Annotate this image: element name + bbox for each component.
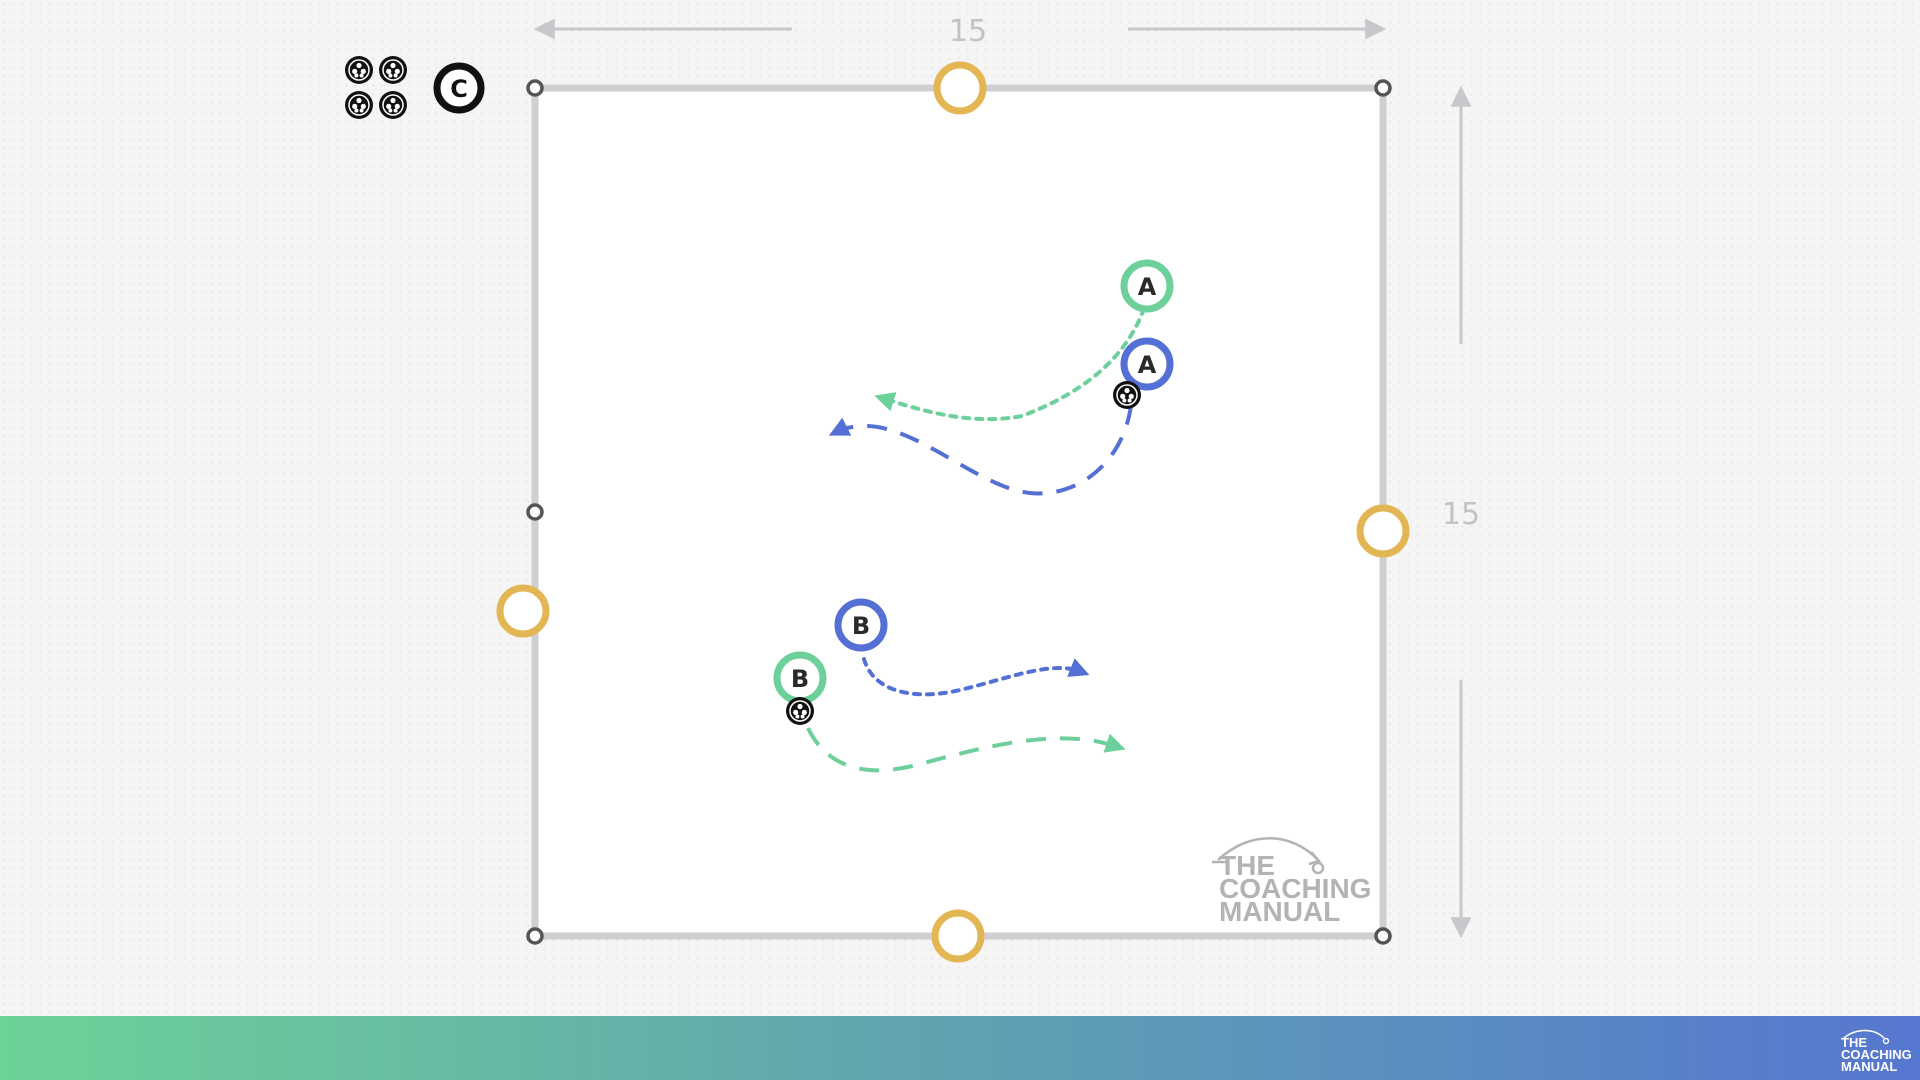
- watermark-line2: COACHING: [1219, 873, 1371, 904]
- player-letter: B: [852, 612, 870, 640]
- height-label: 15: [1442, 497, 1480, 532]
- logo-arc-icon: [1217, 837, 1319, 861]
- gate-cone-right: [1356, 504, 1410, 558]
- ball-icon[interactable]: [1112, 380, 1142, 410]
- run-path-blue-bottom: [862, 657, 1090, 697]
- player-a-green[interactable]: A: [1120, 259, 1174, 313]
- logo-ball-icon: [1311, 861, 1325, 875]
- side-marker: [526, 503, 544, 521]
- player-letter: A: [1138, 351, 1157, 379]
- player-a-blue[interactable]: A: [1120, 337, 1174, 391]
- width-label: 15: [949, 14, 987, 49]
- gate-cone-bottom: [931, 909, 985, 963]
- footer-logo-line1: THE: [1841, 1035, 1867, 1050]
- coach-letter: C: [450, 75, 468, 103]
- movement-paths: [806, 294, 1150, 773]
- watermark-line3: MANUAL: [1219, 896, 1340, 927]
- dribble-path-green-bottom: [806, 727, 1126, 773]
- ball-icon[interactable]: [785, 696, 815, 726]
- pass-path-green-top: [874, 294, 1150, 422]
- corner-marker: [1374, 79, 1392, 97]
- height-dimension: 15: [1442, 85, 1480, 939]
- run-path-blue-top: [828, 404, 1133, 496]
- player-letter: B: [791, 665, 809, 693]
- watermark-line1: THE: [1219, 850, 1275, 881]
- player-letter: A: [1138, 273, 1157, 301]
- watermark-logo: THE COACHING MANUAL: [1212, 837, 1371, 927]
- gate-cone-left: [496, 584, 550, 638]
- corner-markers: [526, 79, 1392, 945]
- corner-marker: [526, 927, 544, 945]
- width-dimension: 15: [533, 14, 1387, 49]
- pitch-area: [535, 88, 1383, 936]
- player-b-blue[interactable]: B: [834, 598, 888, 652]
- footer-logo-line3: MANUAL: [1841, 1059, 1897, 1074]
- player-b-green[interactable]: B: [773, 651, 827, 705]
- coach-icon: C: [433, 62, 485, 114]
- footer-logo: THE COACHING MANUAL: [1841, 1029, 1912, 1074]
- footer-logo-arc-icon: [1843, 1029, 1885, 1039]
- footer-bar: THE COACHING MANUAL: [0, 1016, 1920, 1080]
- gate-cones: [496, 61, 1410, 963]
- ball-group-icon: [344, 55, 408, 120]
- footer-logo-line2: COACHING: [1841, 1047, 1912, 1062]
- corner-marker: [526, 79, 544, 97]
- gate-cone-top: [933, 61, 987, 115]
- corner-marker: [1374, 927, 1392, 945]
